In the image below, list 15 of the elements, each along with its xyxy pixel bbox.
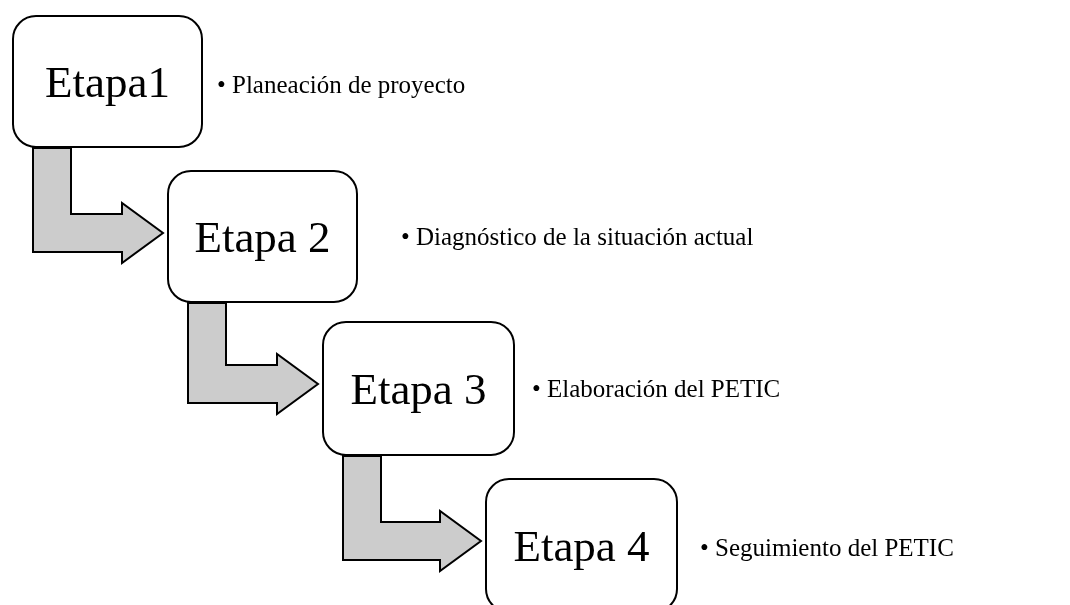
stage-description: • Seguimiento del PETIC [700, 534, 954, 562]
bent-arrow [342, 455, 483, 573]
stage-box [167, 170, 358, 303]
stage-box [12, 15, 203, 148]
stage-description: • Diagnóstico de la situación actual [401, 223, 754, 251]
stage-description: • Planeación de proyecto [217, 71, 466, 99]
stage-description: • Elaboración del PETIC [532, 375, 781, 403]
stage-box [485, 478, 678, 605]
stage-label: Etapa 2 [194, 210, 331, 263]
bent-arrow [187, 302, 320, 416]
stage-label: Etapa 3 [350, 362, 487, 415]
bent-arrow [32, 147, 165, 265]
stage-label: Etapa 4 [513, 519, 650, 572]
stage-label: Etapa1 [45, 55, 170, 108]
stage-box [322, 321, 515, 456]
